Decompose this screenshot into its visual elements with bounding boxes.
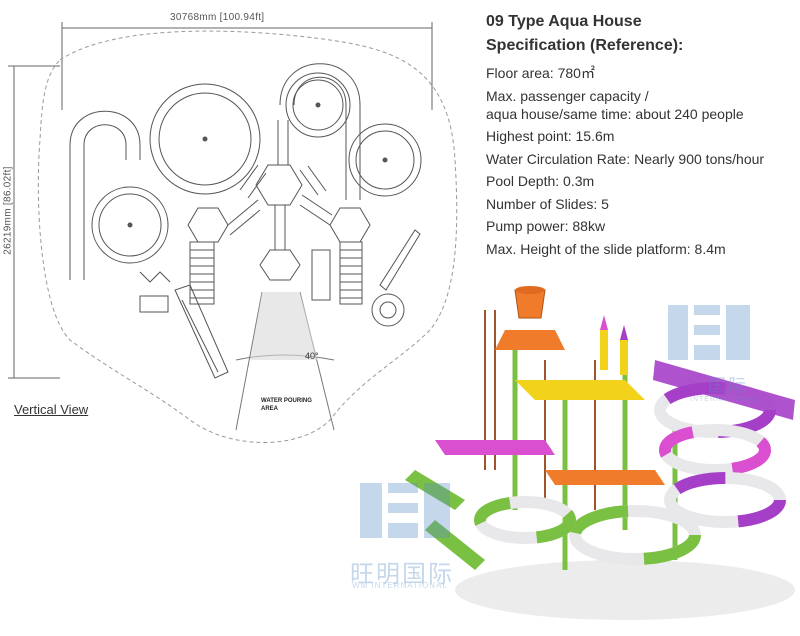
vertical-view-plan: 30768mm [100.94ft] 26219mm [86.02ft] 40°… [0, 0, 470, 460]
pouring-area-label: WATER POURING AREA [261, 398, 312, 412]
spec-pool-depth: Pool Depth: 0.3m [486, 173, 595, 189]
watermark-english-small: INTERNATIONAL [690, 396, 759, 403]
watermark-logo-small: 国际 INTERNATIONAL [660, 300, 760, 410]
spec-capacity-2: aqua house/same time: about 240 people [486, 105, 744, 122]
height-dimension: 26219mm [86.02ft] [2, 166, 14, 255]
watermark-icon-small [668, 305, 750, 360]
plan-drawing [8, 22, 458, 443]
spec-title: 09 Type Aqua House [486, 13, 642, 30]
angle-label: 40° [305, 351, 319, 361]
watermark-icon [360, 483, 450, 538]
watermark-english: WM INTERNATIONAL [352, 581, 448, 590]
spec-circulation-rate: Water Circulation Rate: Nearly 900 tons/… [486, 150, 765, 167]
spec-capacity-1: Max. passenger capacity / [486, 87, 649, 104]
watermark-logo: 旺明国际 WM INTERNATIONAL [350, 478, 460, 590]
watermark-chinese-small: 国际 [708, 376, 748, 396]
spec-highest-point: Highest point: 15.6m [486, 128, 615, 144]
spec-pump-power: Pump power: 88kw [486, 218, 606, 234]
aqua-house-rendering [395, 270, 800, 631]
specification-panel: 09 Type Aqua House Specification (Refere… [486, 10, 800, 262]
spec-slide-count: Number of Slides: 5 [486, 195, 609, 212]
spec-platform-height: Max. Height of the slide platform: 8.4m [486, 240, 726, 257]
spec-floor-area: Floor area: 780㎡ [486, 65, 595, 81]
spec-subtitle: Specification (Reference): [486, 37, 684, 54]
width-dimension: 30768mm [100.94ft] [170, 12, 265, 23]
aqua-house-image [405, 286, 795, 620]
vertical-view-label: Vertical View [14, 402, 89, 417]
watermark-chinese: 旺明国际 [350, 561, 454, 588]
